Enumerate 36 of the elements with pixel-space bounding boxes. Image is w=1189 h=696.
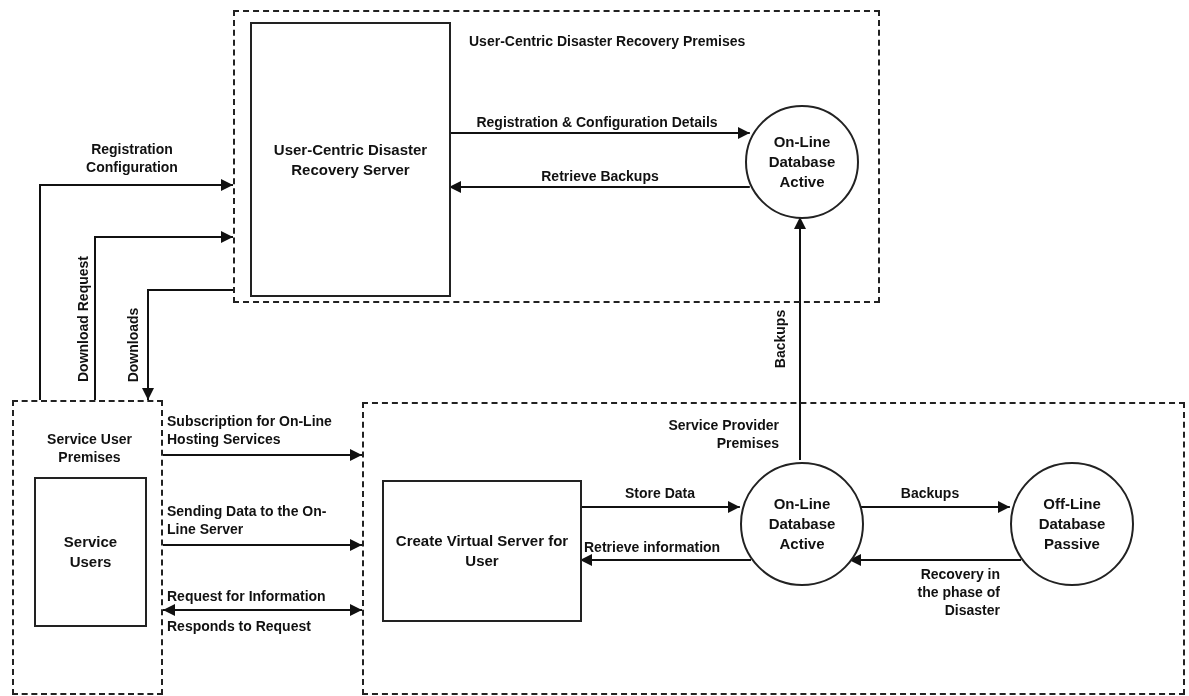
edge-label: Store Data: [624, 484, 696, 502]
edge-label: Registration & Configuration Details: [475, 113, 719, 131]
edge-label: Sending Data to the On-Line Server: [167, 502, 327, 538]
arrow: [162, 539, 363, 551]
edge-label: Recovery in the phase of Disaster: [916, 565, 1000, 619]
edge-label: Retrieve information: [584, 538, 722, 556]
region-title: Service Provider Premises: [667, 416, 779, 452]
dashed-region: [362, 402, 1185, 695]
edge-label: Downloads: [124, 306, 142, 385]
region-title: User-Centric Disaster Recovery Premises: [469, 32, 747, 50]
edge-label: Download Request: [74, 255, 92, 384]
process-box: [250, 22, 451, 297]
arrow: [162, 604, 363, 616]
process-box: [382, 480, 582, 622]
node-text: Service Users: [62, 532, 119, 572]
arrow: [39, 179, 234, 401]
node-text: On-Line Database Active: [767, 132, 837, 192]
node-text: Create Virtual Server for User: [394, 531, 570, 571]
edge-label: Retrieve Backups: [540, 167, 660, 185]
node-text: User-Centric Disaster Recovery Server: [272, 139, 429, 180]
process-box: [34, 477, 147, 627]
region-title: Service User Premises: [46, 430, 133, 466]
edge-label: Registration Configuration: [85, 140, 179, 176]
node-text: Off-Line Database Passive: [1037, 494, 1107, 554]
edge-label: Subscription for On-Line Hosting Services: [167, 412, 333, 448]
arrow: [94, 231, 234, 401]
annotation-text: Responds to Request: [167, 617, 312, 635]
edge-label: Backups: [899, 484, 961, 502]
edge-label: Backups: [771, 308, 789, 371]
arrow: [162, 449, 363, 461]
arrow: [859, 501, 1011, 513]
dashed-region: [12, 400, 163, 695]
edge-label: Request for Information: [167, 587, 327, 605]
node-text: On-Line Database Active: [767, 494, 837, 554]
dashed-region: [233, 10, 880, 303]
arrow: [142, 289, 234, 401]
